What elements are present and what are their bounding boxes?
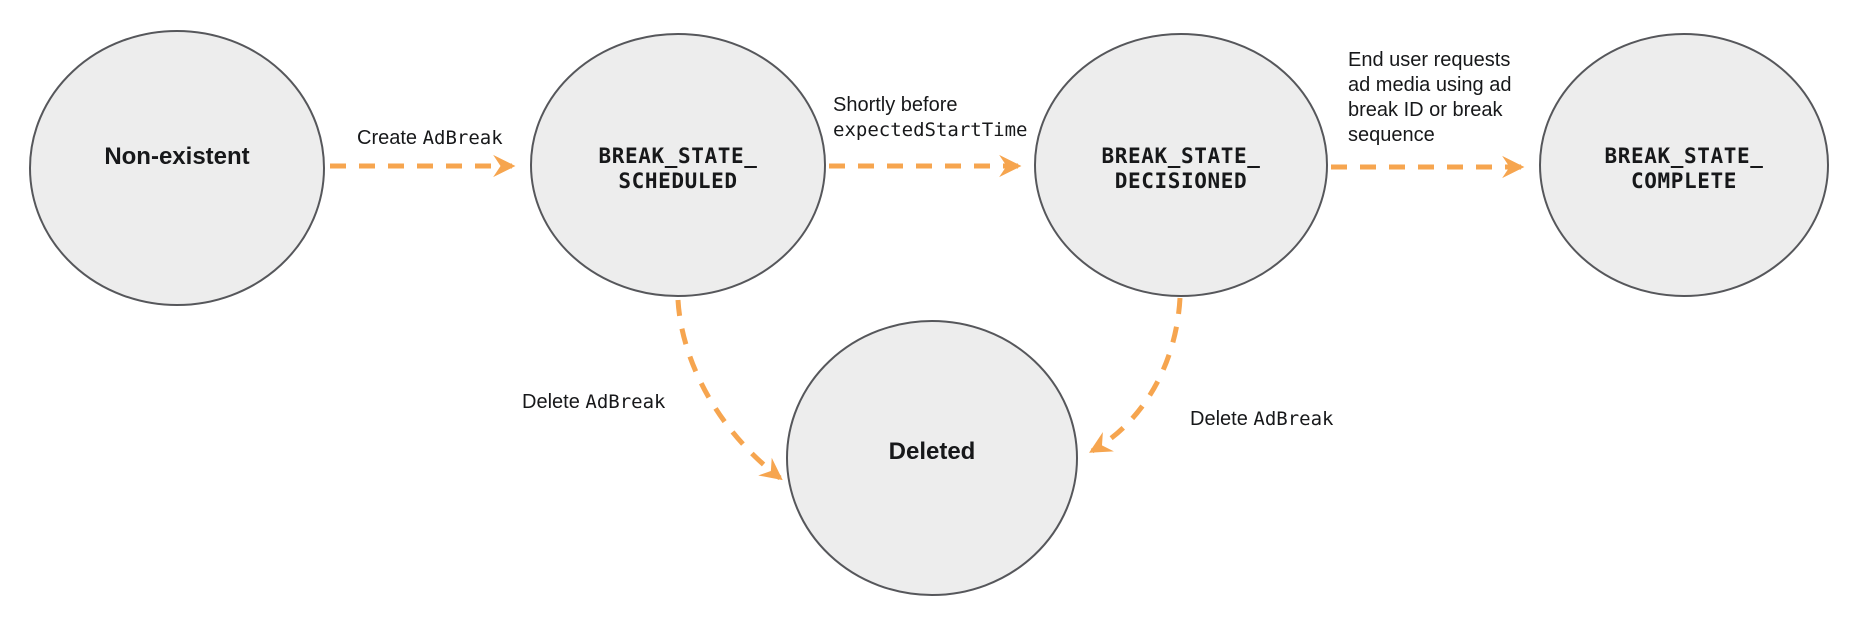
transition-label-decision-line1: Shortly before: [833, 94, 958, 116]
transition-label-decision-line2: expectedStartTime: [833, 119, 1027, 141]
state-label-deleted: Deleted: [889, 438, 976, 465]
state-circle-complete: [1539, 33, 1829, 297]
transition-label-create: Create AdBreak: [357, 127, 503, 149]
state-node-complete: BREAK_STATE_ COMPLETE: [1539, 33, 1829, 297]
transition-label-complete-line4: sequence: [1348, 124, 1435, 146]
state-circle-scheduled: [530, 33, 826, 297]
state-label-complete-line2: COMPLETE: [1631, 169, 1737, 193]
state-node-scheduled: BREAK_STATE_ SCHEDULED: [530, 33, 826, 297]
transition-label-complete-line1: End user requests: [1348, 49, 1510, 71]
transition-label-complete-line2: ad media using ad: [1348, 74, 1511, 96]
state-label-complete-line1: BREAK_STATE_: [1605, 144, 1764, 168]
transition-label-complete-line3: break ID or break: [1348, 99, 1504, 121]
transition-arrow-delete-from-decisioned: [1089, 297, 1183, 454]
state-label-scheduled-line1: BREAK_STATE_: [599, 144, 758, 168]
state-label-decisioned-line2: DECISIONED: [1115, 169, 1247, 193]
state-node-decisioned: BREAK_STATE_ DECISIONED: [1034, 33, 1328, 297]
state-label-scheduled-line2: SCHEDULED: [618, 169, 737, 193]
transition-label-delete-left: Delete AdBreak: [522, 391, 666, 413]
state-circle-non-existent: [29, 30, 325, 306]
transition-label-delete-right: Delete AdBreak: [1190, 408, 1334, 430]
state-label-non-existent: Non-existent: [104, 143, 249, 170]
state-node-deleted: Deleted: [786, 320, 1078, 596]
transition-arrow-delete-from-scheduled: [675, 299, 783, 481]
state-circle-deleted: [786, 320, 1078, 596]
state-label-decisioned-line1: BREAK_STATE_: [1102, 144, 1261, 168]
state-circle-decisioned: [1034, 33, 1328, 297]
state-node-non-existent: Non-existent: [29, 30, 325, 306]
